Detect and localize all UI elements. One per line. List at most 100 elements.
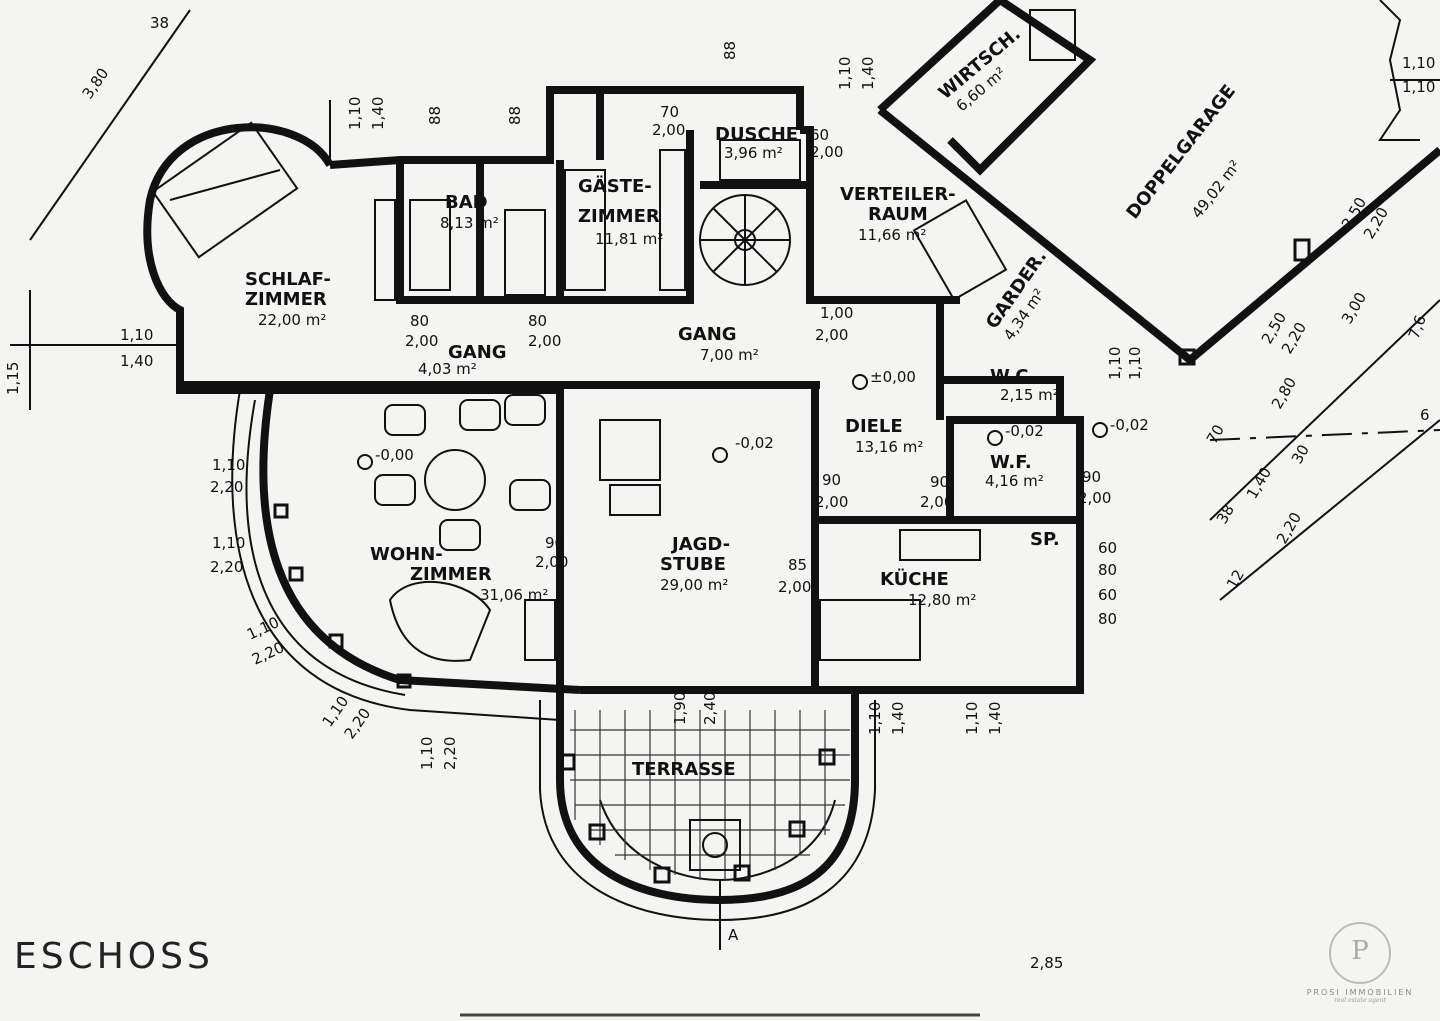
dim-label: 2,00 [535,553,568,571]
footer-note: 2,85 [1030,954,1063,972]
section-marker: A [728,926,739,944]
logo-tagline: real estate agent [1334,997,1386,1004]
dim-label: 2,20 [210,558,243,576]
dim-label: 1,10 [1126,347,1144,380]
dim-label: 1,10 [212,534,245,552]
level-labels: -0,00 -0,02 ±0,00 -0,02 -0,02 [375,368,1149,464]
dim-label: 2,00 [810,143,843,161]
dim-label: 1,10 [212,456,245,474]
dim-label: 2,00 [1078,489,1111,507]
agency-logo: P PROSI IMMOBILIEN real estate agent [1300,922,1420,1004]
living-outer-wall [259,389,581,694]
room-schlafzimmer-area: 22,00 m² [258,311,326,329]
room-gang1-area: 4,03 m² [418,360,477,378]
level-wohnzimmer: -0,00 [375,446,414,464]
dim-label: 1,40 [120,352,153,370]
dim-label: 80 [1098,610,1117,628]
room-verteilerraum-name1: VERTEILER- [840,184,956,205]
dim-label: 2,00 [815,326,848,344]
room-kueche-name: KÜCHE [880,568,949,590]
dim-label: 6 [1420,406,1430,424]
room-dusche-name: DUSCHE [715,124,798,145]
room-gaestezimmer-name1: GÄSTE- [578,175,652,197]
room-wohnzimmer-name1: WOHN- [370,544,443,565]
room-jagdstube-area: 29,00 m² [660,576,728,594]
dim-label: 1,10 [1106,347,1124,380]
dim-label: 2,40 [701,692,719,725]
room-gang1-name: GANG [448,342,507,363]
dim-label: 1,10 [1402,78,1435,96]
dim-label: 60 [810,126,829,144]
plan-title: ESCHOSS [14,936,214,977]
room-bad-name: BAD [445,192,488,213]
room-verteilerraum-area: 11,66 m² [858,226,926,244]
dim-label: 38 [150,14,169,32]
room-wf-name: W.F. [990,452,1032,473]
room-wohnzimmer-name2: ZIMMER [410,564,492,585]
room-gaestezimmer-area: 11,81 m² [595,230,663,248]
level-outside: -0,02 [1110,416,1149,434]
room-wf-area: 4,16 m² [985,472,1044,490]
interior-walls [476,90,960,420]
dim-label: 1,10 [836,57,854,90]
level-markers [357,374,1108,470]
dim-label: 1,10 [418,737,436,770]
room-dusche-area: 3,96 m² [724,144,783,162]
room-diele-name: DIELE [845,416,903,437]
room-terrasse-name: TERRASSE [632,759,736,780]
dim-label: 1,10 [866,702,884,735]
room-schlafzimmer-name1: SCHLAF- [245,269,331,290]
dim-label: 88 [506,106,524,125]
dim-label: 1,40 [889,702,907,735]
dim-label: 2,00 [920,493,953,511]
logo-name: PROSI IMMOBILIEN [1306,988,1414,997]
dim-label: 1,40 [369,97,387,130]
room-wc-area: 2,15 m² [1000,386,1059,404]
room-gang2-area: 7,00 m² [700,346,759,364]
dim-label: 2,00 [652,121,685,139]
dim-label: 90 [1082,468,1101,486]
dim-label: 90 [545,534,564,552]
dim-label: 1,10 [120,326,153,344]
dim-label: 1,00 [820,304,853,322]
dim-label: 1,15 [4,362,22,395]
room-verteilerraum-name2: RAUM [868,204,928,225]
room-bad-area: 8,13 m² [440,214,499,232]
room-schlafzimmer-name2: ZIMMER [245,289,327,310]
dim-label: 60 [1098,586,1117,604]
spiral-staircase [699,194,791,286]
dim-label: 1,10 [346,97,364,130]
dimension-lines [10,9,1440,950]
dim-label: 60 [1098,539,1117,557]
dim-label: 2,00 [815,493,848,511]
room-kueche-area: 12,80 m² [908,591,976,609]
dim-label: 1,10 [1402,54,1435,72]
dim-label: 2,00 [405,332,438,350]
dim-label: 2,20 [210,478,243,496]
room-diele-area: 13,16 m² [855,438,923,456]
dim-label: 1,90 [671,692,689,725]
dim-label: 80 [528,312,547,330]
exterior-walls [143,0,1440,922]
dim-label: 70 [660,103,679,121]
dim-label: 85 [788,556,807,574]
dim-label: 1,40 [986,702,1004,735]
level-jagdstube: -0,02 [735,434,774,452]
dim-label: 2,00 [778,578,811,596]
logo-letter: P [1351,936,1369,966]
dim-label: 2,20 [441,737,459,770]
columns [273,238,1311,884]
dim-label: 80 [410,312,429,330]
room-jagdstube-name2: STUBE [660,554,726,575]
dim-label: 90 [822,471,841,489]
level-diele: ±0,00 [870,368,916,386]
room-sp-name: SP. [1030,529,1060,550]
dim-label: 1,40 [859,57,877,90]
logo-mark: P [1329,922,1391,984]
dim-label: 1,10 [963,702,981,735]
room-wohnzimmer-area: 31,06 m² [480,586,548,604]
room-gaestezimmer-name2: ZIMMER [578,206,660,227]
dim-label: 88 [426,106,444,125]
dim-label: 80 [1098,561,1117,579]
